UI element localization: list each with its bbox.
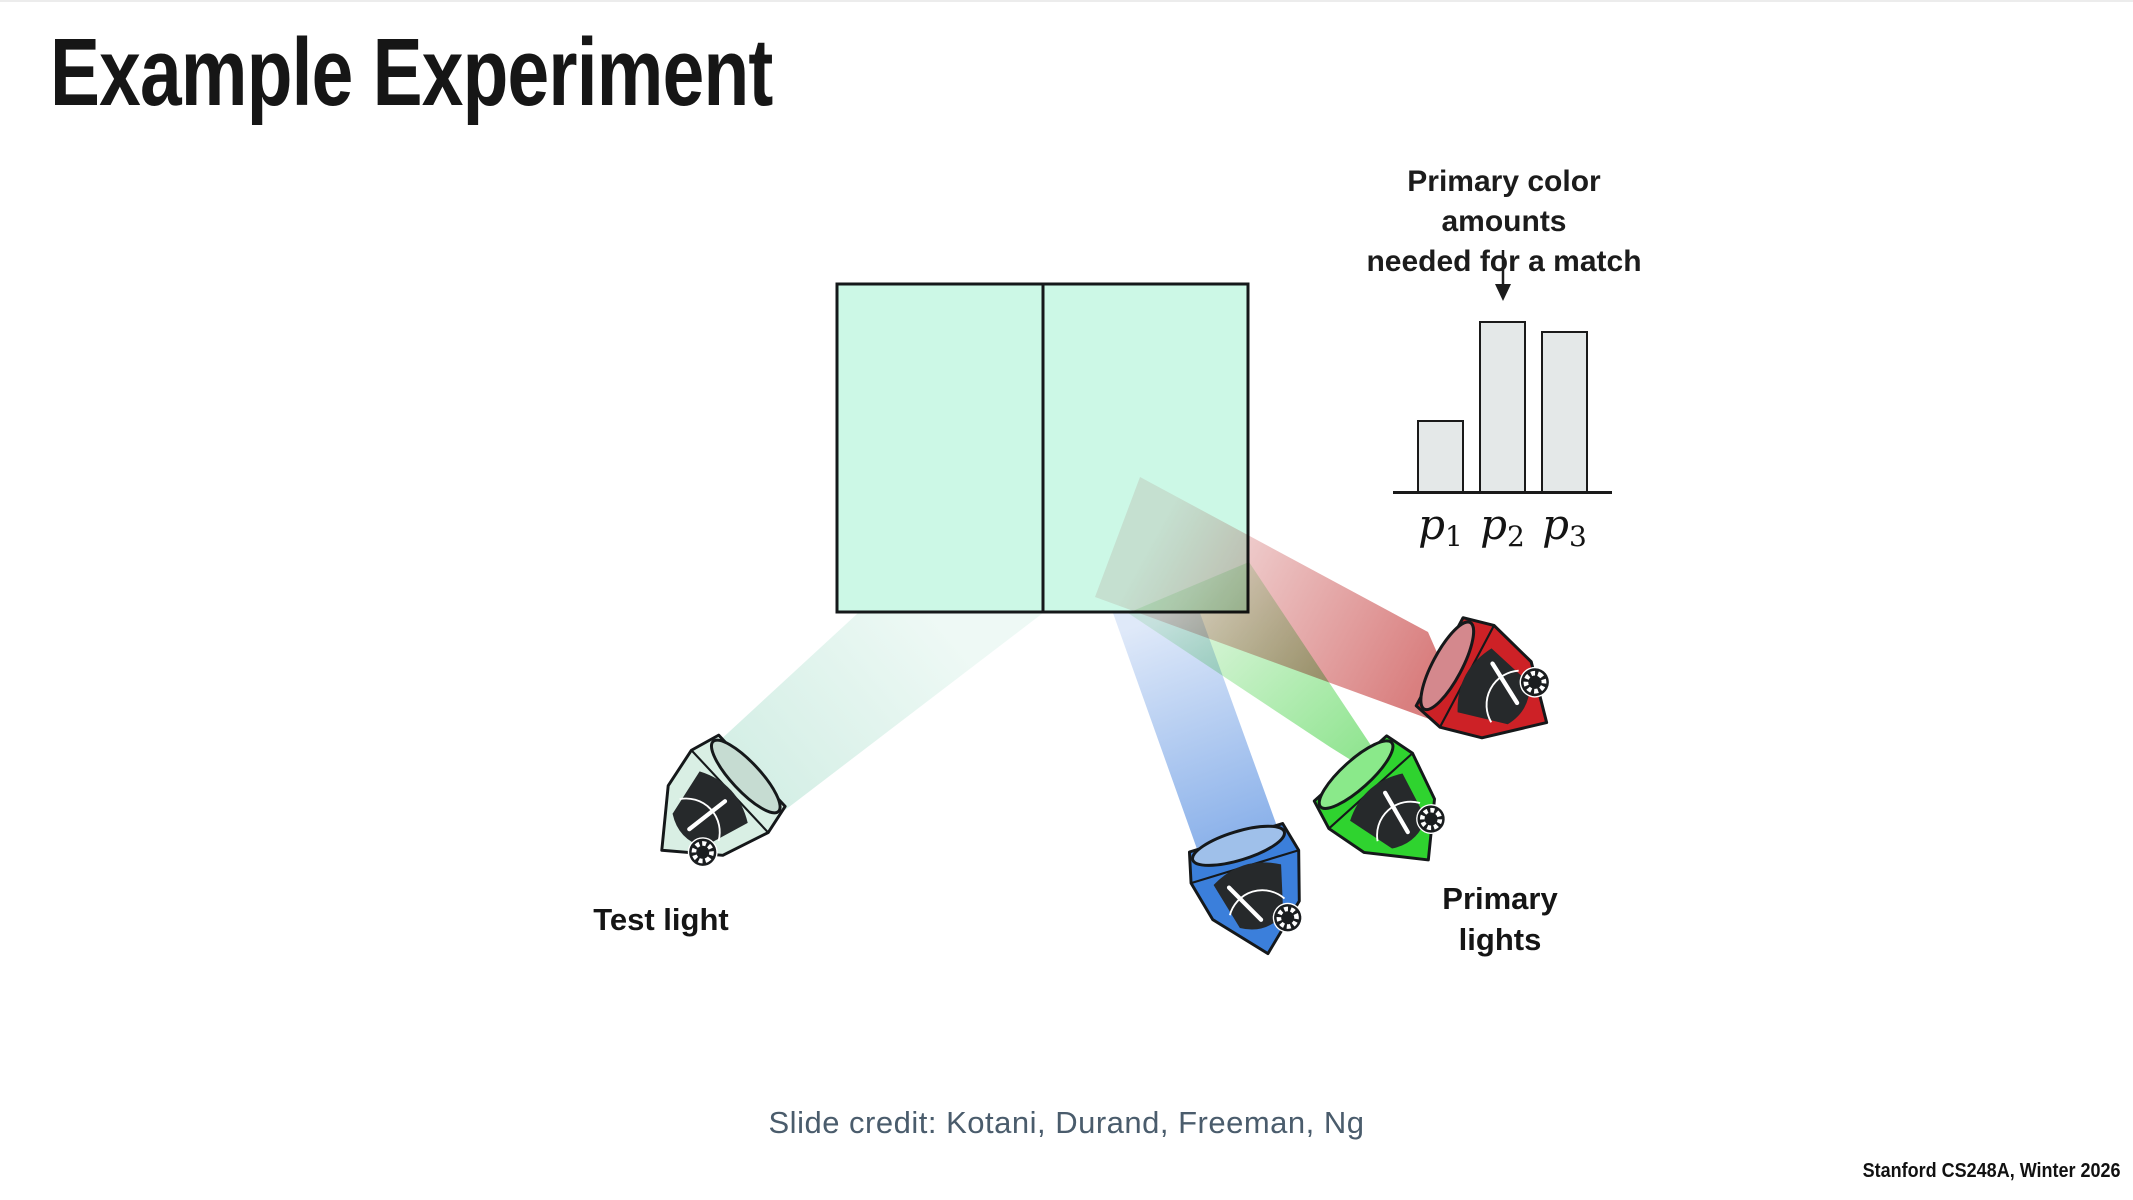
lens <box>710 738 782 815</box>
green-primary-projector <box>1312 734 1447 862</box>
red-primary-projector <box>1414 616 1551 740</box>
dial-needle <box>1383 790 1410 835</box>
course-footer: Stanford CS248A, Winter 2026 <box>1863 1160 2121 1182</box>
arrow-down-icon <box>1495 250 1511 301</box>
bar-p2 <box>1479 321 1526 491</box>
test-light-projector <box>660 733 787 868</box>
chart-title-line2: needed for a match <box>1366 245 1642 278</box>
light-beams <box>704 477 1473 854</box>
dial-needle <box>1226 885 1264 922</box>
bar-label-p3: p3 <box>1542 500 1587 553</box>
blue-primary-projector <box>1187 822 1303 956</box>
dial-needle <box>1490 661 1520 706</box>
bar-chart: p1 p2 p3 <box>1393 302 1612 560</box>
primary-lights-label-line1: Primary <box>1442 881 1558 916</box>
dial-knob <box>1519 666 1551 698</box>
dial-knob <box>687 837 718 868</box>
page-title: Example Experiment <box>50 19 773 126</box>
bar-p3 <box>1541 331 1588 491</box>
bar-chart-bars <box>1393 302 1612 494</box>
dial-knob <box>1272 902 1303 933</box>
chart-title: Primary color amounts needed for a match <box>1343 162 1665 282</box>
chart-title-line1: Primary color amounts <box>1407 165 1601 238</box>
lens <box>1419 620 1476 712</box>
red-light-beam <box>1095 477 1473 735</box>
slide-credit: Slide credit: Kotani, Durand, Freeman, N… <box>768 1105 1365 1140</box>
bar-p1 <box>1417 420 1464 491</box>
dial-needle <box>687 799 728 832</box>
lens <box>1191 824 1286 867</box>
bar-label-p1: p1 <box>1418 500 1463 553</box>
screen-left-half <box>835 282 1045 614</box>
primary-lights-label-line2: lights <box>1458 922 1542 957</box>
primary-lights-label: Primary lights <box>1400 878 1600 960</box>
dial <box>1457 648 1530 725</box>
bar-label-p2: p2 <box>1480 500 1525 553</box>
lens <box>1317 739 1395 810</box>
bar-chart-labels: p1 p2 p3 <box>1393 500 1612 560</box>
dial-knob <box>1416 804 1447 834</box>
blue-light-beam <box>1113 613 1287 854</box>
test-light-beam <box>704 613 1043 820</box>
test-light-label: Test light <box>593 902 729 937</box>
